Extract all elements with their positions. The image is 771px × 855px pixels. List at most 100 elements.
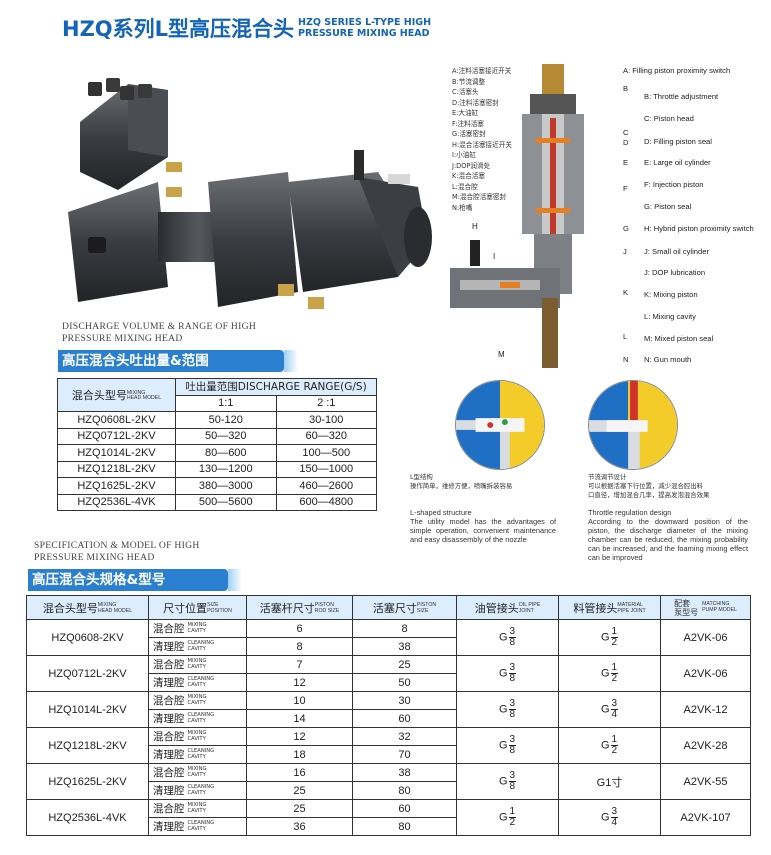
size-cell: 8 [352,619,457,638]
size-cell: 60 [352,799,457,818]
ratio-2: 2 :1 [275,394,377,412]
letter-n: N [623,355,629,364]
size-cell: 32 [352,727,457,746]
label-n: N: Gun mouth [644,355,692,364]
letter-d: D [623,138,629,147]
note-left-cn: L型结构 操作简单，维修方便，喷嘴拆装容易 [410,473,513,490]
model-cell: HZQ0712L-2KV [26,655,149,692]
pump-cell: A2VK-12 [660,691,751,728]
label-g: G: Piston seal [644,202,692,211]
label-j2: J: DOP lubrication [644,268,706,277]
size-cell: 50 [352,673,457,692]
title-en: HZQ SERIES L-TYPE HIGH PRESSURE MIXING H… [298,17,432,39]
letter-H: H [472,222,478,231]
note-right-cn: 节流调节设计 可以根据活塞下行位置，减少混合腔出料 口直径，增加混合几率，提高发… [588,473,710,499]
size-cell: 38 [352,763,457,782]
size-cell: 80 [352,781,457,800]
size-cell: 25 [352,655,457,674]
rod-cell: 6 [246,619,353,638]
pump-cell: A2VK-28 [660,727,751,764]
model-cell: HZQ1014L-2KV [26,691,149,728]
mixing-head-photo [68,78,432,309]
rod-cell: 18 [246,745,353,764]
rod-cell: 25 [246,799,353,818]
rod-cell: 25 [246,781,353,800]
label-a: A: Filling piston proximity switch [623,66,731,75]
pump-cell: A2VK-55 [660,763,751,800]
label-k: K: Mixing piston [644,290,698,299]
discharge-section-en: DISCHARGE VOLUME & RANGE OF HIGH PRESSUR… [62,321,257,344]
ratio-1: 1:1 [175,394,277,412]
letter-e: E [623,158,629,167]
size-cell: 30 [352,691,457,710]
letter-k: K [623,288,629,297]
pump-cell: A2VK-107 [660,799,751,836]
size-cell: 80 [352,817,457,836]
cross-section-diagram [450,64,584,368]
label-l: L: Mixing cavity [644,312,696,321]
label-f: F: Injection piston [644,180,704,189]
material-joint-cell: G1寸 [558,763,661,800]
label-c: C: Piston head [644,114,694,123]
letter-I: I [493,252,496,261]
rod-cell: 16 [246,763,353,782]
size-cell: 38 [352,637,457,656]
model-cell: HZQ1218L-2KV [26,727,149,764]
label-h: H: Hybrid piston proximity switch [644,224,754,233]
label-e: E: Large oil cylinder [644,158,711,167]
model-cell: HZQ2536L-4VK [26,799,149,836]
pump-cell: A2VK-06 [660,619,751,656]
label-b: B: Throttle adjustment [644,92,719,101]
model-cell: HZQ0608-2KV [26,619,149,656]
label-d: D: Filling piston seal [644,137,712,146]
note-right-en: Throttle regulation design According to … [588,508,748,562]
col-range: 吐出量范围DISCHARGE RANGE(G/S) [175,378,377,396]
note-left-en: L-shaped structure The utility model has… [410,508,556,544]
letter-b: B [623,84,629,93]
rod-cell: 12 [246,727,353,746]
discharge-section-title: 高压混合头吐出量&范围 [58,350,298,372]
letter-c: C [623,128,629,137]
rod-cell: 12 [246,673,353,692]
rod-cell: 10 [246,691,353,710]
throttle-detail [588,380,678,470]
letter-l: L [623,332,628,341]
